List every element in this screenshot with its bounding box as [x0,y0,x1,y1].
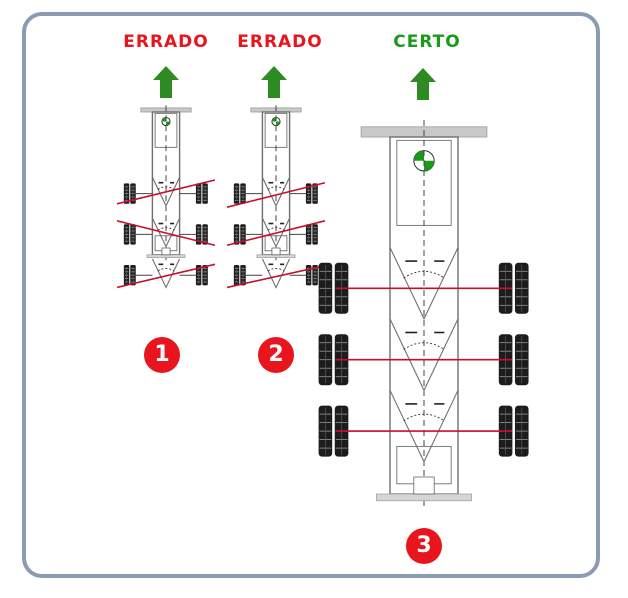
trailer-2 [226,105,326,289]
rear-bumper [146,254,186,258]
axle-wedge [151,258,181,289]
panel-3-number-badge: 3 [406,528,442,564]
panel-1-label: ERRADO [123,32,209,52]
tire-icon [130,265,136,286]
tire-icon [240,224,246,245]
tire-icon [514,405,529,457]
axle-arc [157,267,175,272]
axle-wedge [151,177,181,208]
rear-hitch [271,247,281,256]
tire-icon [305,224,312,245]
axle-arc [157,186,175,190]
tire-icon [123,183,130,204]
panel-2-label: ERRADO [237,32,323,52]
tire-icon [202,224,208,245]
axle-arc [267,227,285,231]
tire-icon [233,224,240,245]
up-arrow-icon [410,68,436,100]
panel-2-number-badge: 2 [258,337,294,373]
axle-wedge [261,177,291,208]
tire-icon [123,265,130,286]
axle-arc [403,413,445,422]
tire-icon [195,224,202,245]
up-arrow-icon [153,66,179,98]
tire-icon [312,183,318,204]
kingpin-icon [161,116,171,127]
axle-wedge [389,390,459,463]
tire-icon [130,183,136,204]
axle-wedge [389,318,459,392]
axle-wedge [389,247,459,321]
tire-icon [233,265,240,286]
tire-icon [514,262,529,314]
axle-arc [157,227,175,231]
rear-hitch [161,247,171,256]
tire-icon [312,224,318,245]
alignment-line [116,220,216,247]
tire-icon [195,265,202,286]
panel-3-label: CERTO [393,32,461,52]
tire-icon [202,265,208,286]
rear-bumper [256,254,296,258]
trailer-3 [318,120,529,508]
alignment-line [226,264,326,289]
axle-arc [267,186,285,190]
up-arrow-icon [261,66,287,98]
axle-arc [403,270,445,279]
rear-hitch [413,476,435,495]
axle-wedge [261,258,291,289]
tire-icon [123,224,130,245]
tire-icon [202,183,208,204]
alignment-line [226,181,326,208]
axle-arc [403,342,445,350]
tire-icon [305,265,312,286]
tire-icon [514,334,529,386]
alignment-line [116,263,216,289]
tire-icon [130,224,136,245]
tire-icon [318,262,333,314]
tire-icon [195,183,202,204]
tire-icon [318,334,333,386]
alignment-line [116,179,216,205]
panel-1-number-badge: 1 [144,337,180,373]
rear-bumper [376,493,472,502]
axle-arc [267,267,285,272]
axle-wedge [151,217,181,248]
alignment-line [226,220,326,247]
axle-wedge [261,217,291,248]
tire-icon [240,183,246,204]
trailer-1 [116,105,216,289]
tire-icon [233,183,240,204]
tire-icon [318,405,333,457]
tire-icon [240,265,246,286]
